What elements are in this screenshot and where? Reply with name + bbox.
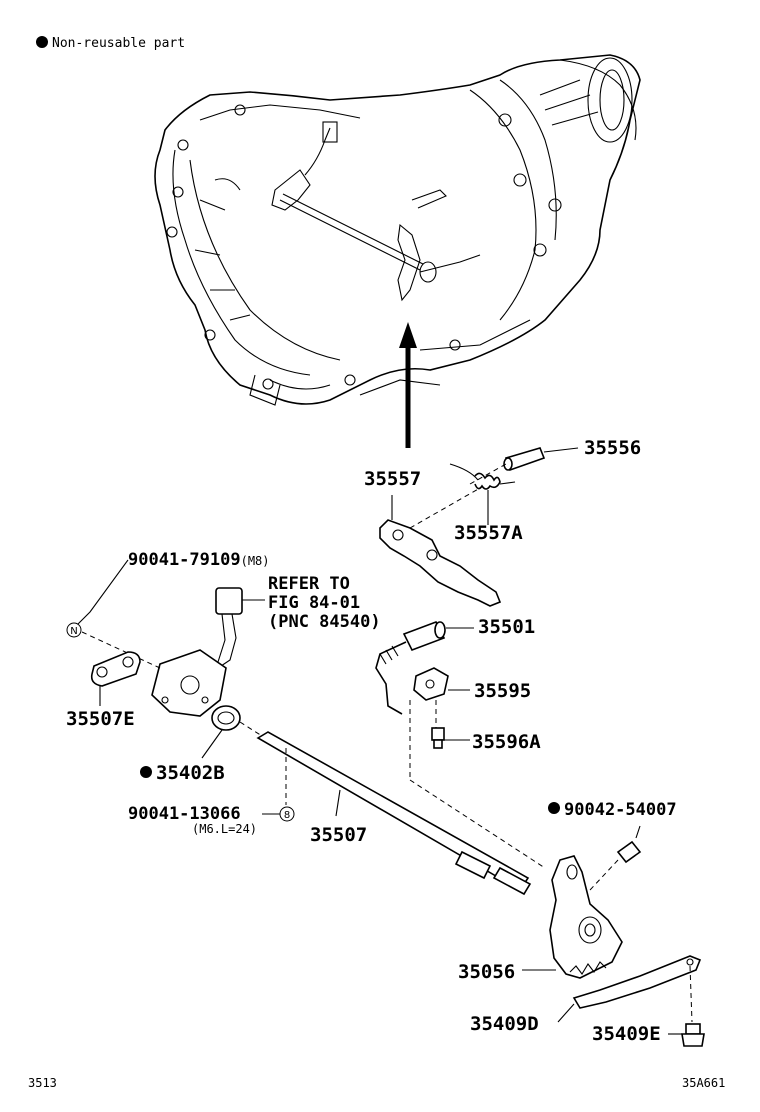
part-35409D-bracket-drawing xyxy=(557,955,702,1023)
part-35557-lever-drawing xyxy=(379,463,507,607)
label-90041-79109-spec: (M8) xyxy=(240,554,270,568)
label-90041-79109: 90041-79109(M8) xyxy=(128,550,270,570)
label-35556: 35556 xyxy=(584,437,642,459)
location-arrow xyxy=(399,322,417,448)
label-90041-13066-spec: (M6.L=24) xyxy=(192,822,258,836)
n-mark: N xyxy=(66,622,82,638)
label-35557A: 35557A xyxy=(454,522,523,544)
label-35507: 35507 xyxy=(310,824,368,846)
refer-line-1: REFER TO xyxy=(268,574,350,594)
part-35507E-washer-drawing xyxy=(90,651,141,706)
non-reusable-dot-icon xyxy=(36,35,48,48)
label-35507E: 35507E xyxy=(66,708,135,730)
label-35409D: 35409D xyxy=(470,1013,539,1035)
eight-mark-text: 8 xyxy=(284,810,290,821)
part-35056-plate-drawing xyxy=(522,855,623,979)
part-35596A-bolt-drawing xyxy=(431,727,470,749)
footer-right-code: 35A661 xyxy=(682,1076,726,1090)
neutral-switch-drawing xyxy=(151,587,265,717)
part-35501-rod-drawing xyxy=(375,620,474,715)
part-35556-pin-drawing xyxy=(503,447,579,472)
transmission-housing xyxy=(154,54,641,406)
label-35596A: 35596A xyxy=(472,731,541,753)
part-35402B-seal-drawing xyxy=(201,705,263,759)
label-90041-79109-number: 90041-79109 xyxy=(128,550,241,570)
n-mark-text: N xyxy=(70,626,77,637)
part-35409E-bolt-drawing xyxy=(668,1023,705,1047)
footer-left-code: 3513 xyxy=(28,1076,57,1090)
part-35507-shaft-drawing xyxy=(256,731,532,896)
part-35557A-spring-drawing xyxy=(449,463,516,525)
label-90042-54007: 90042-54007 xyxy=(548,800,677,820)
legend: Non-reusable part xyxy=(36,35,186,51)
label-35501: 35501 xyxy=(478,616,536,638)
label-35595: 35595 xyxy=(474,680,532,702)
label-35557: 35557 xyxy=(364,468,422,490)
label-35402B-number: 35402B xyxy=(156,762,225,784)
refer-line-3: (PNC 84540) xyxy=(268,612,381,632)
non-reusable-dot-icon xyxy=(140,765,152,778)
bolt-90041-79109-drawing xyxy=(73,559,161,669)
eight-mark: 8 xyxy=(279,806,295,822)
label-90042-54007-number: 90042-54007 xyxy=(564,800,677,820)
label-35402B: 35402B xyxy=(140,762,225,784)
label-90041-13066: 90041-13066 xyxy=(128,804,241,824)
refer-line-2: FIG 84-01 xyxy=(268,593,361,613)
part-35595-clip-drawing xyxy=(409,667,470,780)
legend-text: Non-reusable part xyxy=(52,36,186,51)
non-reusable-dot-icon xyxy=(548,802,560,814)
label-35409E: 35409E xyxy=(592,1023,661,1045)
label-35056: 35056 xyxy=(458,961,516,983)
part-90042-54007-drawing xyxy=(589,825,642,891)
